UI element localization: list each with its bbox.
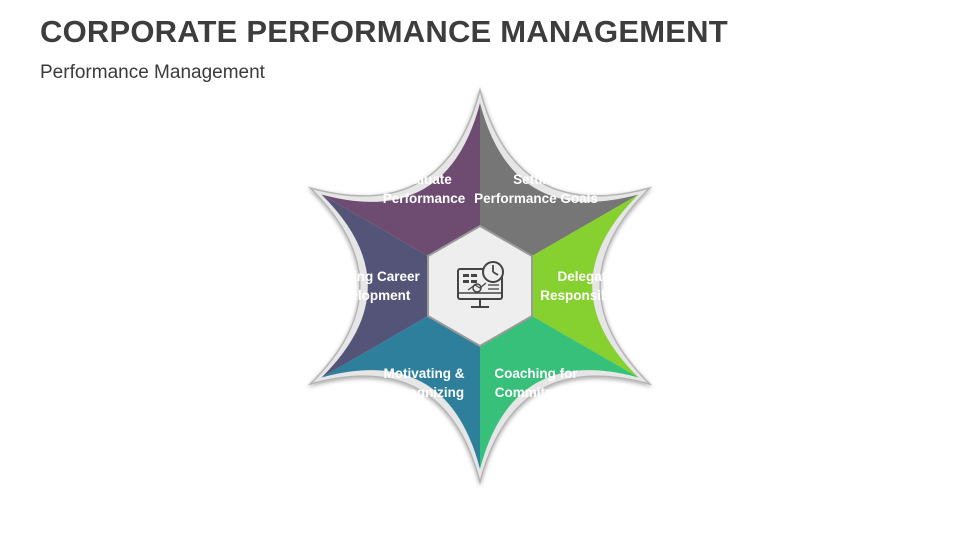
monitor-dashboard-gear-icon — [457, 261, 504, 308]
page-title: CORPORATE PERFORMANCE MANAGEMENT — [40, 14, 728, 49]
segment-motivating — [321, 286, 480, 469]
page-subtitle: Performance Management — [40, 62, 265, 83]
segment-evaluate — [321, 103, 480, 286]
segment-delegating — [480, 194, 639, 378]
segment-setting-goals — [480, 103, 639, 286]
segment-coaching — [480, 286, 639, 469]
segment-planning — [321, 194, 480, 378]
segment-label-motivating: Motivating &Recognizing — [384, 366, 465, 400]
